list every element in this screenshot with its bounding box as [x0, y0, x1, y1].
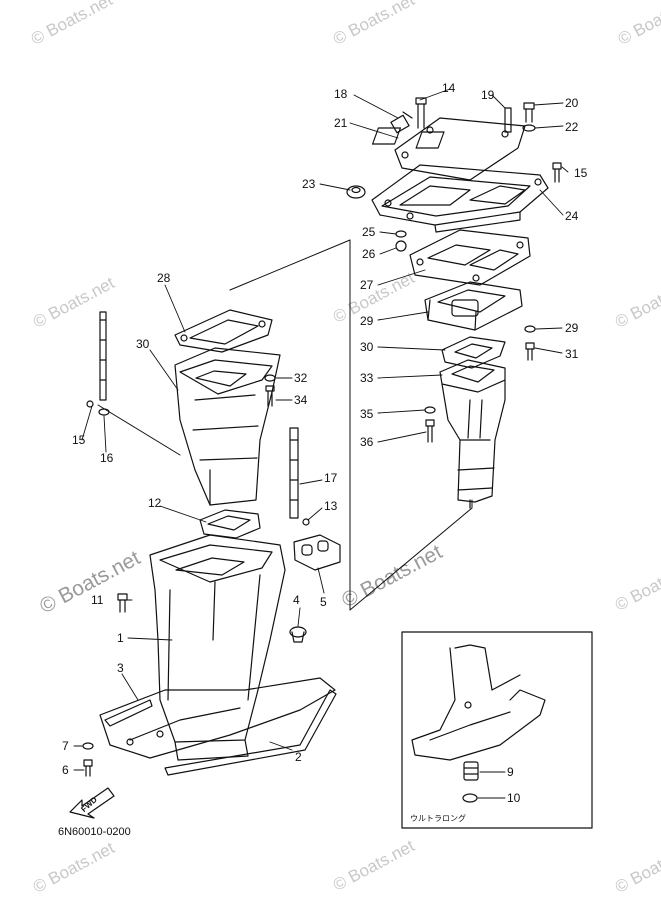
exhaust-manifold [439, 359, 506, 503]
leader-lines [73, 88, 569, 799]
bolt-26 [425, 419, 435, 443]
cover-5 [293, 534, 341, 571]
seal-2 [164, 689, 337, 776]
forward-arrow-icon [69, 787, 115, 819]
callout-11: 23 [302, 177, 316, 191]
washer-23 [524, 325, 536, 333]
bolt-15-top [415, 97, 427, 129]
callout-32: 28 [157, 271, 171, 285]
rubber-strip-left [99, 311, 107, 401]
callout-29-left: 16 [100, 451, 114, 465]
diagram-code: 6N60010-0200 [58, 826, 131, 838]
callout-30-left: 15 [72, 433, 86, 447]
grommet-11 [346, 185, 366, 199]
callout-13: 19 [481, 88, 495, 102]
upper-mount-plate [371, 164, 549, 233]
callout-23: 29 [565, 321, 579, 335]
washer-19 [395, 230, 407, 238]
callout-4: 4 [293, 593, 300, 607]
screw-30-left [86, 400, 94, 408]
long-shaft-inset [401, 631, 593, 829]
seal-3 [104, 699, 153, 727]
cavitation-plate [99, 677, 336, 759]
callout-14: 21 [334, 116, 348, 130]
callout-15-right: 15 [574, 166, 588, 180]
bolt-16 [523, 102, 535, 123]
exhaust-guide [424, 281, 523, 331]
bolt-15-right [552, 162, 562, 183]
callout-30-right: 13 [324, 499, 338, 513]
nut-18 [395, 240, 407, 252]
bolt-33 [265, 385, 275, 407]
callout-36: 10 [507, 791, 521, 805]
callout-28: 30 [136, 337, 150, 351]
callout-9: 11 [91, 593, 104, 607]
bolt-6 [83, 759, 93, 777]
washer-7 [82, 742, 94, 750]
exhaust-gasket-lower [441, 336, 506, 369]
callout-2: 2 [295, 750, 302, 764]
washer-27 [424, 406, 436, 414]
callout-20: 29 [360, 314, 374, 328]
callout-24: 33 [360, 371, 374, 385]
callout-3: 3 [117, 661, 124, 675]
bolt-22 [525, 342, 535, 361]
callout-29-right: 17 [324, 471, 338, 485]
washer-34 [264, 374, 276, 382]
callout-25: 30 [360, 340, 374, 354]
callout-1: 1 [117, 631, 124, 645]
callout-26: 36 [360, 435, 374, 449]
callout-6: 6 [62, 763, 69, 777]
muffler-housing [174, 347, 281, 506]
callout-7: 7 [62, 739, 69, 753]
callout-35: 9 [507, 765, 514, 779]
callout-5: 5 [320, 595, 327, 609]
callout-31: 12 [148, 496, 162, 510]
callout-16: 20 [565, 96, 579, 110]
callout-17: 22 [565, 120, 579, 134]
callout-18: 26 [362, 247, 376, 261]
seal-31 [199, 509, 261, 539]
rubber-strip-right [289, 427, 299, 519]
callout-15: 14 [442, 81, 456, 95]
callout-27: 35 [360, 407, 374, 421]
callout-33: 34 [294, 393, 308, 407]
callout-12: 18 [334, 87, 348, 101]
bolt-13 [504, 107, 512, 133]
inset-label: ウルトラロング [410, 814, 466, 823]
exhaust-gasket-top [371, 117, 526, 181]
bolt-9 [117, 593, 128, 613]
callout-22: 31 [565, 347, 579, 361]
washer-29-left [98, 408, 110, 416]
plug-4 [289, 626, 307, 643]
exhaust-gasket-mid [409, 229, 531, 286]
muffler-gasket [174, 309, 273, 353]
callout-34: 32 [294, 371, 308, 385]
callout-21: 27 [360, 278, 374, 292]
upper-casing [149, 534, 286, 761]
plug-12 [390, 111, 413, 134]
callout-10: 24 [565, 209, 579, 223]
screw-30-right [302, 518, 310, 526]
callout-19: 25 [362, 225, 376, 239]
